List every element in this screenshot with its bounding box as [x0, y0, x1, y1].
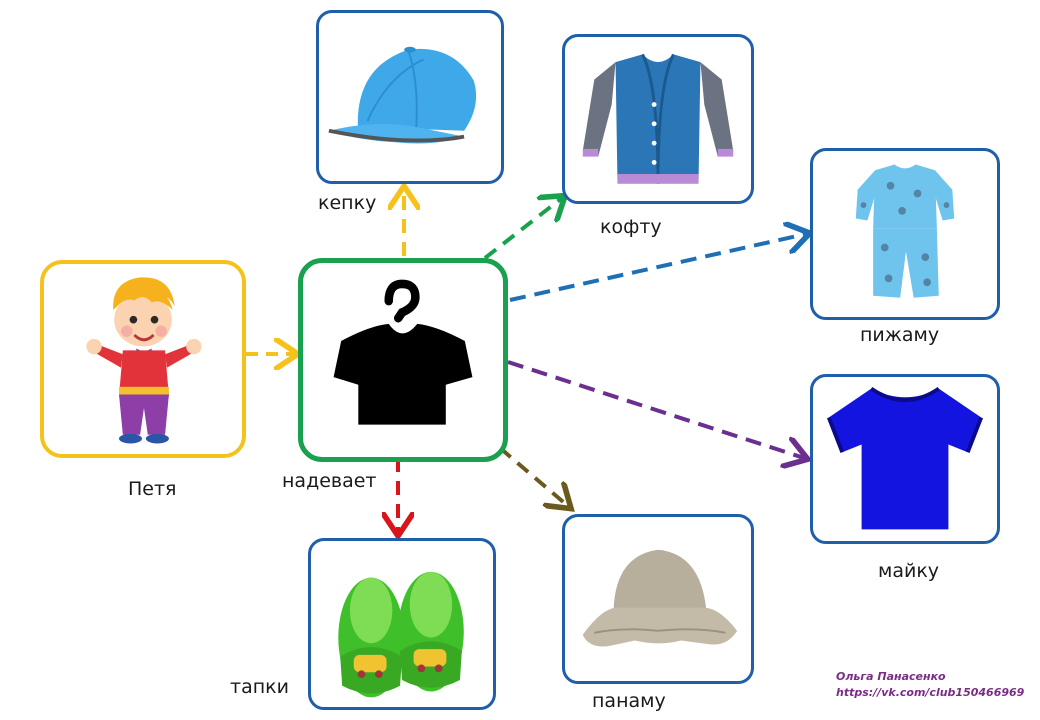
- credit-url: https://vk.com/club150466969: [836, 686, 1025, 699]
- subject-label: Петя: [128, 478, 177, 500]
- pajamas-label: пижаму: [860, 324, 940, 346]
- verb-label: надевает: [282, 470, 377, 492]
- cap-card: [316, 10, 504, 184]
- credit-author: Ольга Панасенко: [836, 670, 946, 683]
- tshirt-label: майку: [878, 560, 940, 582]
- cap-illustration: [328, 46, 477, 144]
- slippers-label: тапки: [230, 676, 289, 698]
- verb-card: [298, 258, 508, 462]
- arrow-verb-to-panama: [498, 446, 568, 506]
- cardigan-illustration: [582, 53, 734, 184]
- cardigan-label: кофту: [600, 216, 662, 238]
- cardigan-card: [562, 34, 754, 204]
- cap-label: кепку: [318, 192, 377, 214]
- slippers-illustration: [338, 571, 464, 698]
- panama-card: [562, 514, 754, 684]
- pajamas-card: [810, 148, 1000, 320]
- panama-hat-illustration: [582, 549, 738, 647]
- tshirt-card: [810, 374, 1000, 544]
- arrow-verb-to-pajamas: [509, 234, 806, 302]
- arrow-verb-to-tshirt: [507, 360, 804, 458]
- pajamas-illustration: [855, 164, 955, 298]
- subject-card: [40, 260, 246, 458]
- tshirt-on-hanger-icon: [333, 279, 473, 425]
- boy-illustration: [86, 277, 202, 444]
- slippers-card: [308, 538, 496, 710]
- panama-label: панаму: [592, 690, 666, 712]
- tshirt-illustration: [826, 386, 984, 530]
- arrow-verb-to-cardigan: [483, 198, 562, 260]
